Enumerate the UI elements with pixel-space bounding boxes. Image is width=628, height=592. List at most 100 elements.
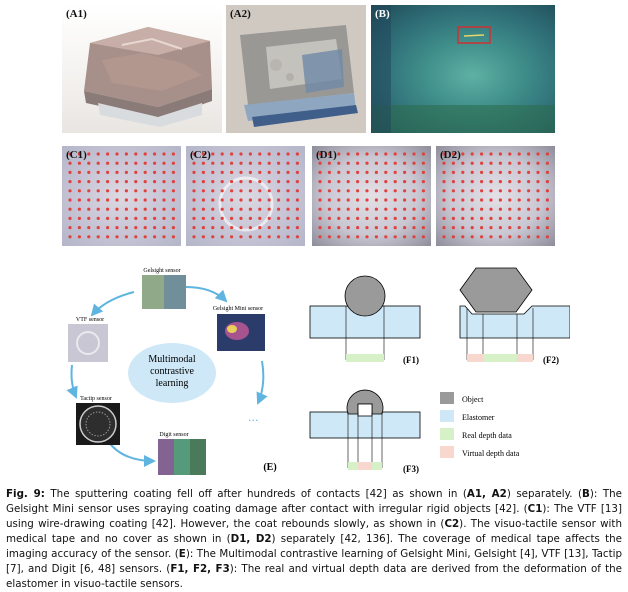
marker-dot [536,216,540,220]
legend-virtual-depth: Virtual depth data [462,449,520,458]
panel-label-b: (B) [375,8,390,20]
marker-dot [403,180,407,184]
marker-dot [115,207,119,211]
marker-dot [171,161,175,165]
marker-dot [346,235,350,239]
panel-label-e: (E) [263,462,276,473]
marker-dot [346,170,350,174]
marker-dot [393,198,397,202]
marker-dot [337,161,341,165]
marker-dot [143,152,147,156]
marker-dot [498,235,502,239]
marker-dot [230,216,234,220]
marker-dot [106,226,110,230]
f3-real-depth-right [372,462,382,470]
marker-dot [267,207,271,211]
caption-bold: B [582,488,590,500]
marker-dot [517,226,521,230]
marker-dot [346,216,350,220]
digit-label: Digit sensor [159,432,188,438]
marker-dot [134,180,138,184]
marker-dot [230,226,234,230]
marker-dot [337,198,341,202]
marker-dot [498,226,502,230]
marker-dot [124,161,128,165]
marker-dot [286,180,290,184]
marker-dot [365,226,369,230]
center-text-3: learning [156,378,189,389]
marker-dot [403,235,407,239]
marker-dot [267,161,271,165]
marker-dot [508,180,512,184]
marker-dot [412,170,416,174]
marker-dot [498,216,502,220]
marker-dot [211,180,215,184]
marker-dot [393,235,397,239]
marker-dot [143,198,147,202]
marker-dot [384,189,388,193]
marker-dot [295,226,299,230]
marker-dot [318,235,322,239]
marker-dot [536,198,540,202]
f2-virtual-depth-left [467,354,483,362]
marker-dot [480,226,484,230]
marker-dot [545,180,549,184]
marker-dot [508,161,512,165]
marker-dot [192,189,196,193]
marker-dot [201,161,205,165]
legend-swatch-object [440,392,454,404]
marker-dot [393,170,397,174]
marker-dot [153,170,157,174]
marker-dot [277,161,281,165]
marker-dot [451,226,455,230]
marker-dot [384,235,388,239]
marker-dot [68,152,72,156]
panel-label-a2: (A2) [230,8,251,20]
marker-dot [374,226,378,230]
gelsight-label: Gelsight sensor [143,268,180,274]
marker-dot [267,226,271,230]
marker-dot [498,189,502,193]
marker-dot [421,235,425,239]
legend: Object Elastomer Real depth data Virtual… [440,392,520,458]
marker-dot [192,180,196,184]
marker-dot [277,198,281,202]
marker-dot [77,170,81,174]
multimodal-learning-diagram: Multimodal contrastive learning ... Gels… [66,268,277,475]
caption-text: ). The visuo-tactile sensor with medical… [6,518,622,545]
marker-dot [201,152,205,156]
marker-dot [374,189,378,193]
marker-dot [365,216,369,220]
marker-dot [220,152,224,156]
marker-dot [171,226,175,230]
marker-dot [239,161,243,165]
photo-a2: (A2) [226,5,366,133]
marker-dot [96,161,100,165]
marker-dot [356,207,360,211]
marker-dot [470,198,474,202]
marker-dot [68,207,72,211]
marker-dot [277,226,281,230]
marker-dot [267,152,271,156]
marker-dot [384,207,388,211]
marker-dot [412,161,416,165]
marker-dot [211,226,215,230]
marker-dot [536,235,540,239]
marker-dot [403,189,407,193]
marker-dot [421,216,425,220]
marker-dot [356,216,360,220]
marker-dot [461,207,465,211]
marker-dot [211,189,215,193]
marker-dot [162,152,166,156]
marker-dot [421,226,425,230]
marker-dot [337,180,341,184]
marker-dot [527,161,531,165]
marker-dot [106,161,110,165]
marker-dot [258,226,262,230]
photo-c2: (C2) [186,146,305,246]
marker-dot [115,152,119,156]
marker-dot [461,161,465,165]
marker-dot [527,235,531,239]
marker-dot [258,216,262,220]
marker-dot [374,161,378,165]
